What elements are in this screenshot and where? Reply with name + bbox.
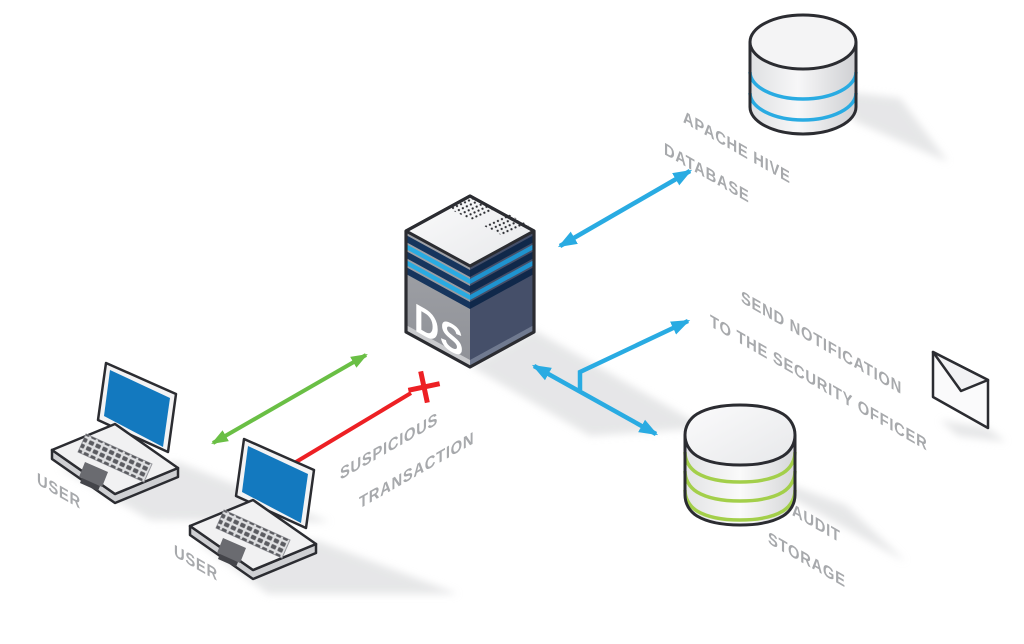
green-double-arrow [211, 353, 368, 445]
arrow-server-hive-db [557, 169, 693, 248]
cross-bar-v [418, 370, 430, 404]
arrow-suspicious-transaction-blocked [294, 370, 441, 464]
server-stripe [406, 235, 470, 277]
laptop-touchpad [79, 462, 108, 487]
laptop-keyboard-keys [78, 434, 152, 482]
server-stripe [406, 251, 470, 293]
storage-top-face [683, 403, 797, 467]
blue-double-arrow-storage [531, 364, 659, 436]
server-stripe [470, 260, 534, 300]
server-stripe [406, 244, 470, 284]
blue-double-arrow-db [557, 169, 693, 248]
audit-storage [683, 403, 797, 527]
arrow-user-to-server-allowed [211, 353, 368, 445]
red-arrow-line [294, 391, 413, 464]
arrow-send-notification [577, 318, 691, 390]
storage-body-outline [683, 435, 797, 527]
server-stripe [470, 235, 534, 277]
db-cylinder-top [748, 13, 858, 71]
server-stripes-left [406, 235, 470, 309]
apache-hive-database [748, 13, 858, 136]
suspicious-transaction-label-line2: TRANSACTION [359, 428, 474, 513]
storage-stripe [683, 451, 797, 484]
server-vent-2 [482, 214, 529, 236]
server-stripe [406, 267, 470, 309]
laptop-touchpad [217, 538, 246, 563]
storage-stripe [683, 470, 797, 503]
server-stripe [470, 267, 534, 309]
storage-stripe [683, 489, 797, 522]
database-shadow [830, 90, 948, 162]
envelope-icon [931, 350, 990, 430]
db-stripe [748, 71, 858, 101]
db-stripe [748, 92, 858, 122]
user-laptop-2 [188, 437, 318, 581]
server-stripe [470, 251, 534, 293]
user-laptop-1 [50, 361, 180, 505]
envelope-flap [931, 350, 990, 393]
laptop-keyboard-keys [216, 510, 290, 558]
db-cylinder-outline [748, 42, 858, 136]
laptop-front-notch [80, 478, 100, 491]
envelope-shadow [940, 420, 1006, 442]
laptop-front-notch [218, 554, 238, 567]
server-stripe [470, 244, 534, 284]
ds-server: DS [404, 194, 536, 369]
shadows [60, 90, 1006, 594]
blocked-cross-icon [407, 370, 441, 404]
arrow-server-audit-storage [531, 364, 659, 436]
server-outline [404, 194, 536, 369]
server-stripes-right [470, 235, 534, 309]
laptop-display [104, 370, 170, 447]
blue-branch-arrow [577, 318, 691, 390]
storage-shadow [772, 478, 906, 562]
laptop-display [242, 446, 308, 523]
server-stripe [406, 260, 470, 300]
